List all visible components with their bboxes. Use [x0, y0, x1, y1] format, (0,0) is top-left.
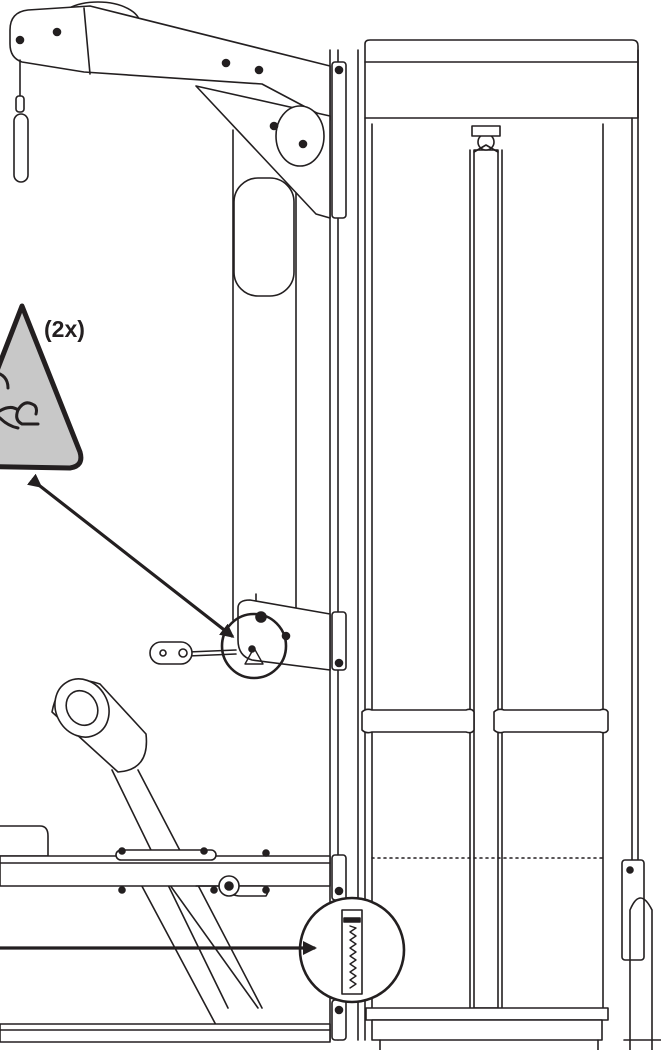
hand-pinch-warning-icon [0, 372, 40, 430]
weight-selector-detail [298, 896, 406, 1004]
quantity-label: (2x) [44, 316, 85, 342]
pointer-arrows [0, 473, 317, 955]
weight-stack-tower [357, 39, 639, 1050]
warning-sign [0, 303, 84, 471]
warning-arrow [27, 473, 235, 638]
top-pulley-arm [9, 1, 331, 219]
right-edge-post [621, 859, 661, 1050]
main-upright [232, 49, 347, 1041]
mid-pulley-housing [149, 593, 331, 680]
seat-assembly [0, 678, 331, 1043]
